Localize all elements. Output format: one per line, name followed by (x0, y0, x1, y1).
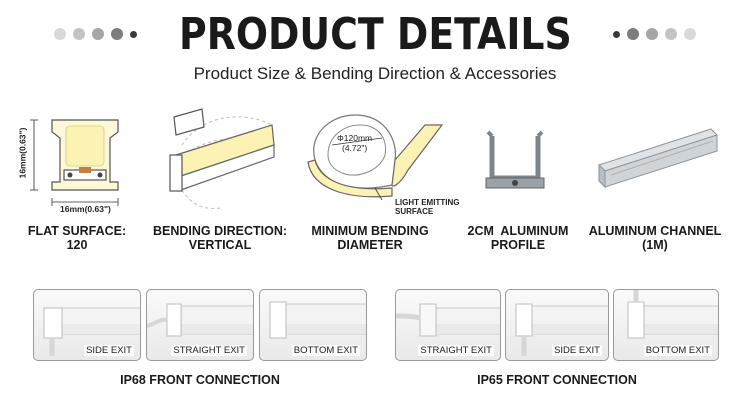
ip65-side-exit-photo: SIDE EXIT (505, 289, 609, 361)
page-title: PRODUCT DETAILS (178, 8, 572, 60)
side-exit-product-image (515, 303, 608, 356)
photo-caption: STRAIGHT EXIT (418, 345, 494, 356)
dot-icon (646, 28, 659, 40)
spec-flat-surface: FLAT SURFACE: 120 (27, 224, 127, 252)
diameter-in-label: (4.72") (342, 143, 368, 153)
dot-icon (72, 28, 85, 40)
title-row: PRODUCT DETAILS (0, 6, 750, 62)
bending-illustration (169, 108, 275, 209)
height-dimension-label: 16mm(0.63") (17, 127, 28, 179)
photo-caption: BOTTOM EXIT (643, 345, 712, 356)
bottom-exit-product-image (627, 290, 718, 339)
dot-icon (684, 28, 697, 40)
emitting-label-line2: SURFACE (395, 207, 434, 216)
dot-icon (91, 28, 104, 40)
dot-icon (129, 30, 137, 38)
cross-section-illustration (30, 119, 119, 206)
ip65-straight-exit-photo: STRAIGHT EXIT (395, 289, 501, 361)
spec-aluminum-profile: 2CM ALUMINUM PROFILE (467, 224, 569, 252)
spec-aluminum-channel: ALUMINUM CHANNEL (1M) (588, 224, 722, 252)
width-dimension-label: 16mm(0.63") (60, 204, 111, 214)
photo-caption: STRAIGHT EXIT (171, 345, 247, 356)
diameter-mm-label: Φ120mm (337, 133, 373, 143)
spec-bending-direction: BENDING DIRECTION: VERTICAL (152, 224, 288, 252)
straight-exit-product-image (396, 303, 500, 337)
side-exit-product-image (43, 307, 140, 356)
spec-min-bending-diameter: MINIMUM BENDING DIAMETER (311, 224, 429, 252)
dot-icon (665, 28, 678, 40)
aluminum-channel-illustration (598, 128, 718, 189)
photo-caption: BOTTOM EXIT (291, 345, 360, 356)
dot-icon (613, 30, 621, 38)
ip68-side-exit-photo: SIDE EXIT (33, 289, 141, 361)
dot-icon (110, 28, 123, 40)
photo-caption: SIDE EXIT (84, 345, 134, 356)
ip65-bottom-exit-photo: BOTTOM EXIT (613, 289, 719, 361)
bending-diameter-illustration (307, 114, 444, 201)
aluminum-profile-illustration (485, 130, 545, 189)
ip68-bottom-exit-photo: BOTTOM EXIT (259, 289, 367, 361)
straight-exit-product-image (147, 303, 253, 337)
emitting-label-line1: LIGHT EMITTING (395, 198, 460, 207)
ip68-section-title: IP68 FRONT CONNECTION (120, 373, 280, 387)
photo-caption: SIDE EXIT (552, 345, 602, 356)
left-dots (53, 28, 137, 40)
bottom-exit-product-image (269, 301, 366, 339)
page-subtitle: Product Size & Bending Direction & Acces… (193, 64, 557, 83)
ip65-section-title: IP65 FRONT CONNECTION (477, 373, 637, 387)
ip68-straight-exit-photo: STRAIGHT EXIT (146, 289, 254, 361)
dot-icon (53, 28, 66, 40)
dot-icon (627, 28, 640, 40)
right-dots (613, 28, 697, 40)
